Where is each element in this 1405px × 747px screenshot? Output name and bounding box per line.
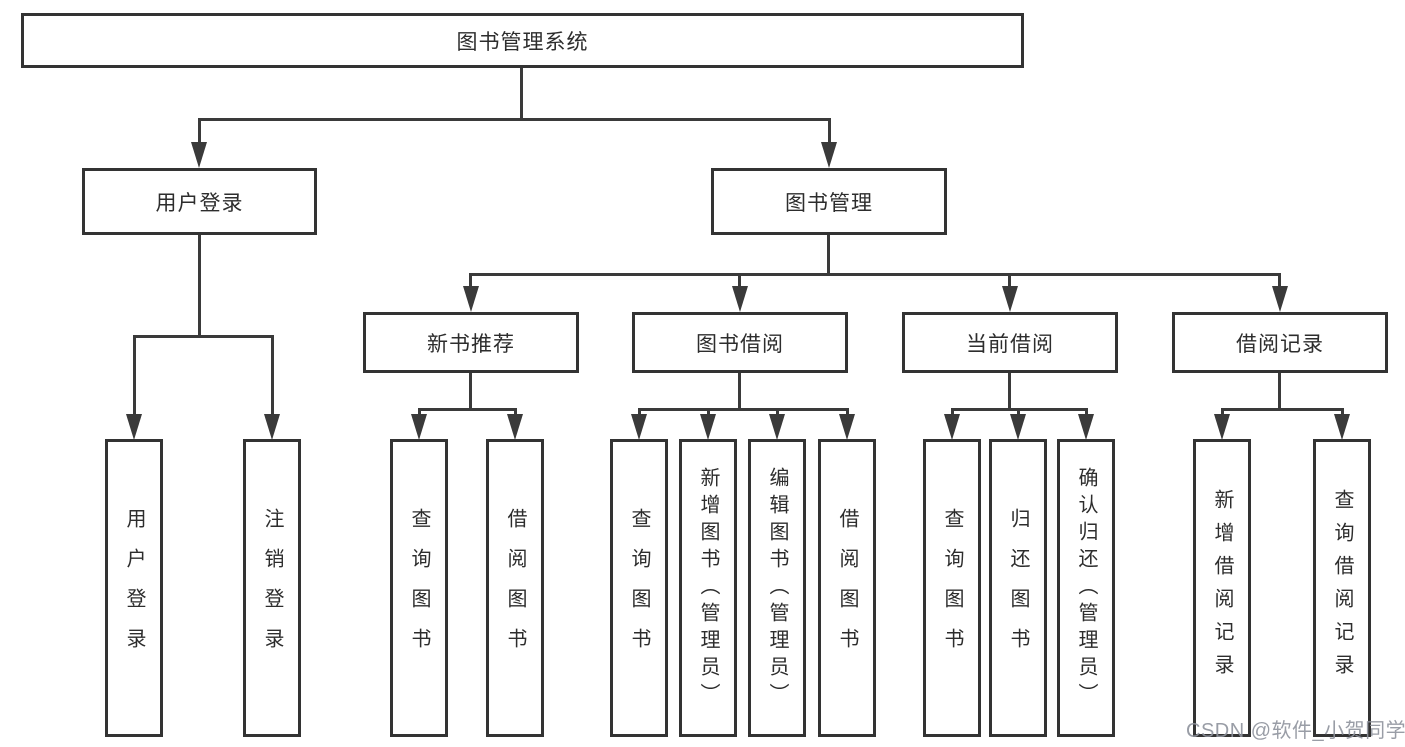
arrowhead-icon (463, 286, 479, 312)
leaf-borrow-books: 借阅图书 (818, 439, 876, 737)
leaf-query-borrow-record-label: 查询借阅记录 (1331, 489, 1353, 687)
arrowhead-icon (769, 414, 785, 440)
connector-current-borrow-stem (1008, 373, 1011, 409)
connector-new-book-stem (469, 373, 472, 409)
connector-drop (418, 408, 421, 416)
connector-user-login-bar (133, 335, 274, 338)
arrowhead-icon (1010, 414, 1026, 440)
connector-drop (514, 408, 517, 416)
connector-drop-book-management (828, 118, 831, 143)
node-current-borrow: 当前借阅 (902, 312, 1118, 373)
leaf-query-books-current: 查询图书 (923, 439, 981, 737)
connector-drop (1221, 408, 1224, 416)
node-book-borrow: 图书借阅 (632, 312, 848, 373)
arrowhead-icon (1334, 414, 1350, 440)
connector-drop (846, 408, 849, 416)
node-book-management-label: 图书管理 (785, 191, 873, 215)
connector-drop-leaf-user-login (133, 335, 136, 416)
leaf-borrow-books-label: 借阅图书 (836, 508, 858, 668)
arrowhead-icon (944, 414, 960, 440)
connector-drop-current-borrow (1008, 273, 1011, 288)
node-book-borrow-label: 图书借阅 (696, 332, 784, 356)
leaf-edit-books-admin: 编辑图书（管理员） (748, 439, 806, 737)
leaf-query-borrow-record: 查询借阅记录 (1313, 439, 1371, 737)
arrowhead-icon (732, 286, 748, 312)
leaf-query-books-recommend: 查询图书 (390, 439, 448, 737)
connector-level3-bar (470, 273, 1281, 276)
connector-drop (1017, 408, 1020, 416)
leaf-confirm-return-admin-label: 确认归还（管理员） (1075, 466, 1097, 710)
connector-drop (707, 408, 710, 416)
arrowhead-icon (839, 414, 855, 440)
node-current-borrow-label: 当前借阅 (966, 332, 1054, 356)
leaf-logout-label: 注销登录 (261, 508, 283, 668)
arrowhead-icon (264, 414, 280, 440)
leaf-user-login: 用户登录 (105, 439, 163, 737)
arrowhead-icon (1078, 414, 1094, 440)
node-root-label: 图书管理系统 (456, 30, 589, 54)
connector-drop (1341, 408, 1344, 416)
connector-level2-bar (198, 118, 830, 121)
leaf-add-borrow-record: 新增借阅记录 (1193, 439, 1251, 737)
connector-root-stem (520, 68, 523, 118)
node-new-book-recommend: 新书推荐 (363, 312, 579, 373)
leaf-confirm-return-admin: 确认归还（管理员） (1057, 439, 1115, 737)
connector-drop-book-borrow (738, 273, 741, 288)
leaf-logout: 注销登录 (243, 439, 301, 737)
leaf-query-books-recommend-label: 查询图书 (408, 508, 430, 668)
connector-drop (638, 408, 641, 416)
connector-group3-bar (638, 408, 849, 411)
arrowhead-icon (821, 142, 837, 168)
node-root: 图书管理系统 (21, 13, 1024, 68)
connector-group5-bar (1221, 408, 1344, 411)
node-book-management: 图书管理 (711, 168, 947, 235)
node-borrow-records-label: 借阅记录 (1236, 332, 1324, 356)
node-user-login: 用户登录 (82, 168, 317, 235)
connector-group2-bar (418, 408, 517, 411)
connector-book-management-stem (827, 235, 830, 274)
connector-drop (776, 408, 779, 416)
leaf-user-login-label: 用户登录 (123, 508, 145, 668)
leaf-borrow-books-recommend: 借阅图书 (486, 439, 544, 737)
csdn-watermark: CSDN @软件_小贺同学 (1186, 720, 1405, 742)
connector-drop-borrow-records (1278, 273, 1281, 288)
node-borrow-records: 借阅记录 (1172, 312, 1388, 373)
connector-book-borrow-stem (738, 373, 741, 409)
connector-drop-new-book (469, 273, 472, 288)
arrowhead-icon (126, 414, 142, 440)
connector-drop (951, 408, 954, 416)
leaf-add-books-admin-label: 新增图书（管理员） (697, 466, 719, 710)
leaf-return-books: 归还图书 (989, 439, 1047, 737)
leaf-query-books-current-label: 查询图书 (941, 508, 963, 668)
arrowhead-icon (631, 414, 647, 440)
leaf-add-books-admin: 新增图书（管理员） (679, 439, 737, 737)
connector-borrow-records-stem (1278, 373, 1281, 409)
connector-user-login-stem (198, 235, 201, 336)
leaf-borrow-books-recommend-label: 借阅图书 (504, 508, 526, 668)
arrowhead-icon (1214, 414, 1230, 440)
connector-drop-leaf-logout (271, 335, 274, 416)
node-new-book-recommend-label: 新书推荐 (427, 332, 515, 356)
leaf-query-books-borrow: 查询图书 (610, 439, 668, 737)
arrowhead-icon (700, 414, 716, 440)
connector-drop-user-login (198, 118, 201, 143)
arrowhead-icon (1002, 286, 1018, 312)
connector-drop (1085, 408, 1088, 416)
arrowhead-icon (1272, 286, 1288, 312)
arrowhead-icon (411, 414, 427, 440)
leaf-add-borrow-record-label: 新增借阅记录 (1211, 489, 1233, 687)
arrowhead-icon (191, 142, 207, 168)
leaf-edit-books-admin-label: 编辑图书（管理员） (766, 466, 788, 710)
node-user-login-label: 用户登录 (155, 191, 244, 215)
arrowhead-icon (507, 414, 523, 440)
leaf-query-books-borrow-label: 查询图书 (628, 508, 650, 668)
leaf-return-books-label: 归还图书 (1007, 508, 1029, 668)
